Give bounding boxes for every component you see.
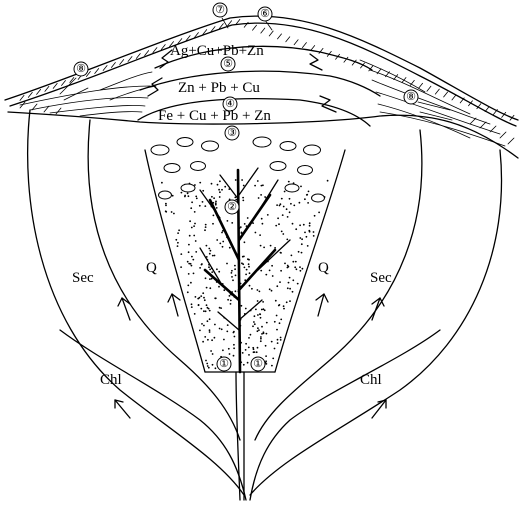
- marker-m3: ③: [225, 126, 239, 140]
- layer-label-middle: Zn + Pb + Cu: [178, 80, 260, 96]
- zone-label-q-right: Q: [318, 260, 329, 276]
- svg-text:②: ②: [227, 201, 237, 213]
- zone-label-sec-right: Sec: [370, 270, 392, 286]
- feeder-pipe: [145, 137, 345, 372]
- svg-text:①: ①: [219, 358, 229, 370]
- layer-label-bottom: Fe + Cu + Pb + Zn: [158, 108, 271, 124]
- alteration-envelope: [28, 110, 502, 500]
- zone-label-q-left: Q: [146, 260, 157, 276]
- svg-text:⑦: ⑦: [215, 4, 225, 16]
- stockwork-dots: [161, 179, 329, 369]
- marker-m7: ⑦: [213, 3, 228, 28]
- zone-label-sec-left: Sec: [72, 270, 94, 286]
- svg-text:⑧: ⑧: [76, 63, 86, 75]
- svg-text:③: ③: [227, 127, 237, 139]
- zone-label-chl-right: Chl: [360, 372, 382, 388]
- marker-m1-right: ①: [251, 357, 265, 371]
- layer-label-top: Ag+Cu+Pb+Zn: [170, 43, 264, 59]
- marker-m1-left: ①: [217, 357, 231, 371]
- svg-text:①: ①: [253, 358, 263, 370]
- top-hatching: [20, 19, 514, 120]
- marker-m6: ⑥: [258, 7, 272, 30]
- svg-text:⑧: ⑧: [406, 91, 416, 103]
- flow-arrows: [115, 294, 386, 418]
- svg-text:⑥: ⑥: [260, 8, 270, 20]
- zone-label-chl-left: Chl: [100, 372, 122, 388]
- marker-m5: ⑤: [221, 57, 235, 71]
- marker-m2: ②: [225, 200, 239, 214]
- svg-text:⑤: ⑤: [223, 58, 233, 70]
- stem: [236, 372, 244, 500]
